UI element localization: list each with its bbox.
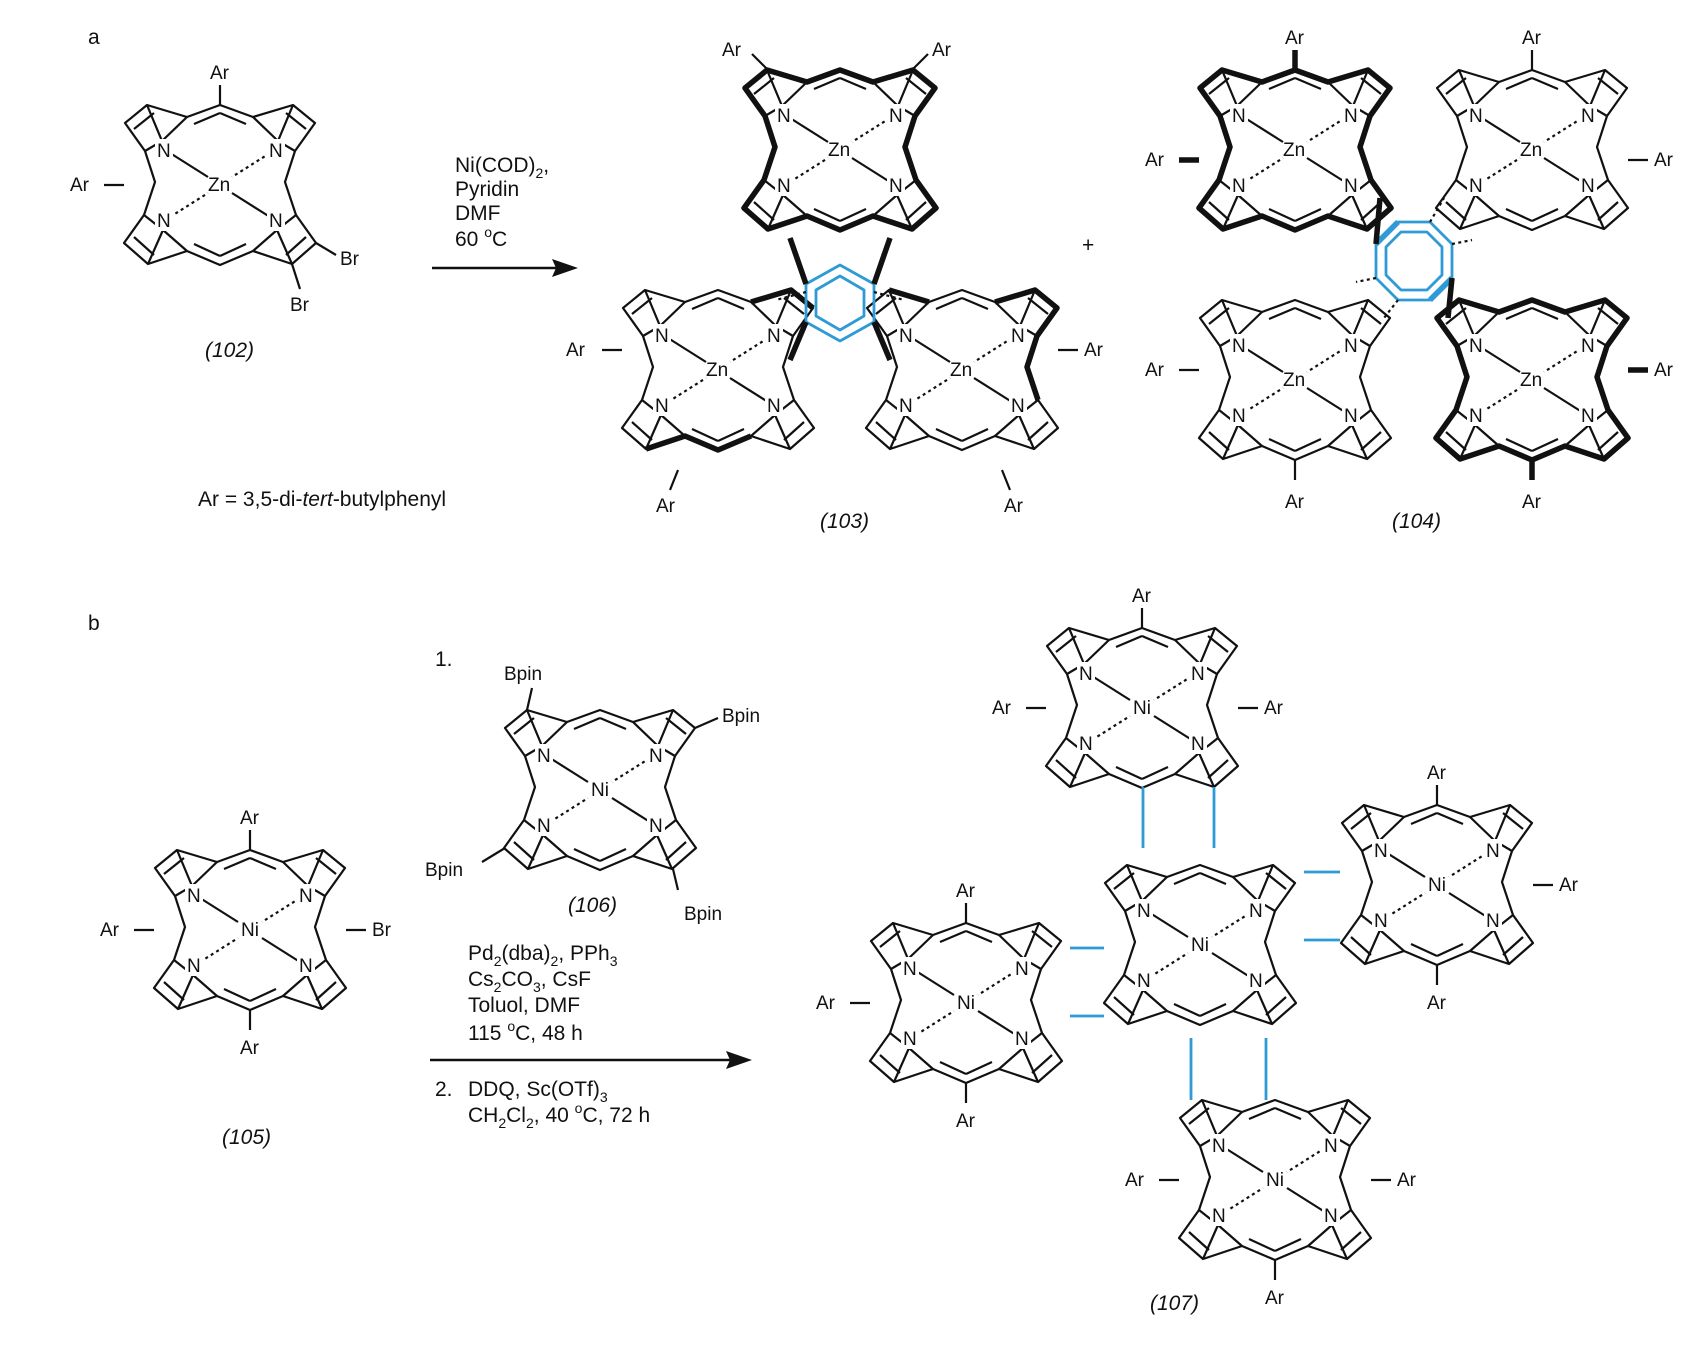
svg-text:Ar: Ar — [932, 40, 952, 61]
svg-text:Bpin: Bpin — [684, 904, 722, 925]
svg-text:Ar: Ar — [566, 340, 586, 361]
zn-atom: Zn — [208, 175, 230, 196]
compound-105-label: (105) — [222, 1126, 271, 1149]
svg-text:Cs2CO3, CsF: Cs2CO3, CsF — [468, 968, 591, 995]
svg-text:Ar: Ar — [1084, 340, 1104, 361]
compound-104-structure: Zn Ar Ar Zn Ar Ar Zn Ar Ar Zn Ar Ar — [1145, 28, 1674, 513]
compound-106-label: (106) — [568, 894, 617, 917]
svg-text:DDQ, Sc(OTf)3: DDQ, Sc(OTf)3 — [468, 1078, 608, 1105]
plus-sign: + — [1082, 234, 1094, 257]
compound-106-structure: Ni Bpin Bpin Bpin Bpin — [425, 664, 760, 925]
svg-text:Zn: Zn — [1520, 370, 1542, 391]
svg-text:Ar: Ar — [956, 1111, 976, 1132]
panel-b-label: b — [88, 612, 100, 635]
svg-text:Ar: Ar — [1559, 875, 1579, 896]
svg-text:Ar: Ar — [1522, 492, 1542, 513]
compound-102-label: (102) — [205, 339, 254, 362]
svg-text:60 oC: 60 oC — [455, 224, 507, 251]
svg-text:Ar: Ar — [1285, 492, 1305, 513]
bromine-atom-2: Br — [290, 295, 310, 316]
bromine-atom: Br — [372, 920, 392, 941]
svg-text:Zn: Zn — [1283, 140, 1305, 161]
bromine-atom-1: Br — [340, 249, 360, 270]
svg-text:Toluol, DMF: Toluol, DMF — [468, 994, 580, 1017]
ar-substituent-left: Ar — [70, 175, 90, 196]
svg-text:2.: 2. — [435, 1078, 453, 1101]
svg-text:Ar: Ar — [240, 1038, 260, 1059]
step-1-number: 1. — [435, 648, 453, 671]
svg-text:Ar: Ar — [1004, 496, 1024, 517]
svg-text:Ar: Ar — [1522, 28, 1542, 49]
svg-text:Pyridin: Pyridin — [455, 178, 519, 201]
svg-text:CH2Cl2, 40 oC, 72 h: CH2Cl2, 40 oC, 72 h — [468, 1100, 650, 1131]
svg-text:Ni: Ni — [1266, 1170, 1284, 1191]
compound-104-label: (104) — [1392, 510, 1441, 533]
svg-text:Ar: Ar — [722, 40, 742, 61]
reaction-arrow-b — [430, 1051, 752, 1069]
svg-text:Ar: Ar — [100, 920, 120, 941]
svg-text:Zn: Zn — [950, 360, 972, 381]
svg-text:115 oC, 48 h: 115 oC, 48 h — [468, 1018, 583, 1045]
svg-text:Ni: Ni — [1428, 875, 1446, 896]
compound-107-structure: Ni Ar Ar Ar Ni Ni Ar Ar Ar Ni Ar Ar Ar N… — [816, 586, 1579, 1309]
ar-substituent-top: Ar — [210, 63, 230, 84]
svg-text:Ni: Ni — [591, 780, 609, 801]
svg-text:Ar: Ar — [1125, 1170, 1145, 1191]
svg-text:Ar: Ar — [992, 698, 1012, 719]
svg-text:Zn: Zn — [1283, 370, 1305, 391]
compound-107-label: (107) — [1150, 1292, 1199, 1315]
compound-102-structure: Zn Ar Ar Br Br — [70, 63, 360, 316]
svg-text:Ar: Ar — [1427, 763, 1447, 784]
svg-text:Ar: Ar — [1264, 698, 1284, 719]
svg-text:Zn: Zn — [706, 360, 728, 381]
svg-text:Ar: Ar — [956, 881, 976, 902]
svg-text:Pd2(dba)2, PPh3: Pd2(dba)2, PPh3 — [468, 942, 618, 969]
svg-text:Ar: Ar — [1145, 150, 1165, 171]
svg-text:Ar: Ar — [1285, 28, 1305, 49]
svg-text:Ar: Ar — [1654, 360, 1674, 381]
svg-text:Ar: Ar — [1427, 993, 1447, 1014]
svg-text:Ni(COD)2,: Ni(COD)2, — [455, 154, 549, 181]
svg-text:Ar: Ar — [1145, 360, 1165, 381]
svg-text:Bpin: Bpin — [504, 664, 542, 685]
svg-text:Ar: Ar — [816, 993, 836, 1014]
svg-text:Zn: Zn — [828, 140, 850, 161]
svg-text:Ar: Ar — [240, 808, 260, 829]
svg-text:Ar: Ar — [656, 496, 676, 517]
svg-text:Ar: Ar — [1132, 586, 1152, 607]
svg-text:Ni: Ni — [957, 993, 975, 1014]
conditions-panel-b: Pd2(dba)2, PPh3 Cs2CO3, CsF Toluol, DMF … — [435, 942, 650, 1131]
ni-atom: Ni — [241, 920, 259, 941]
svg-text:Ni: Ni — [1191, 935, 1209, 956]
svg-text:Ar: Ar — [1265, 1288, 1285, 1309]
reaction-arrow-a — [432, 259, 578, 277]
svg-text:Ar: Ar — [1397, 1170, 1417, 1191]
compound-103-structure: Zn Ar Ar Zn Ar Ar Zn Ar Ar — [566, 40, 1104, 517]
svg-text:Zn: Zn — [1520, 140, 1542, 161]
svg-text:Ni: Ni — [1133, 698, 1151, 719]
svg-text:Ar: Ar — [1654, 150, 1674, 171]
panel-a-label: a — [88, 26, 100, 49]
compound-105-structure: Ni Ar Ar Br Ar — [100, 808, 392, 1059]
svg-text:Bpin: Bpin — [425, 860, 463, 881]
svg-text:DMF: DMF — [455, 202, 501, 225]
svg-text:Bpin: Bpin — [722, 706, 760, 727]
conditions-panel-a: Ni(COD)2, Pyridin DMF 60 oC — [455, 154, 549, 251]
compound-103-label: (103) — [820, 510, 869, 533]
ar-definition: Ar = 3,5-di-tert-butylphenyl — [198, 488, 446, 511]
